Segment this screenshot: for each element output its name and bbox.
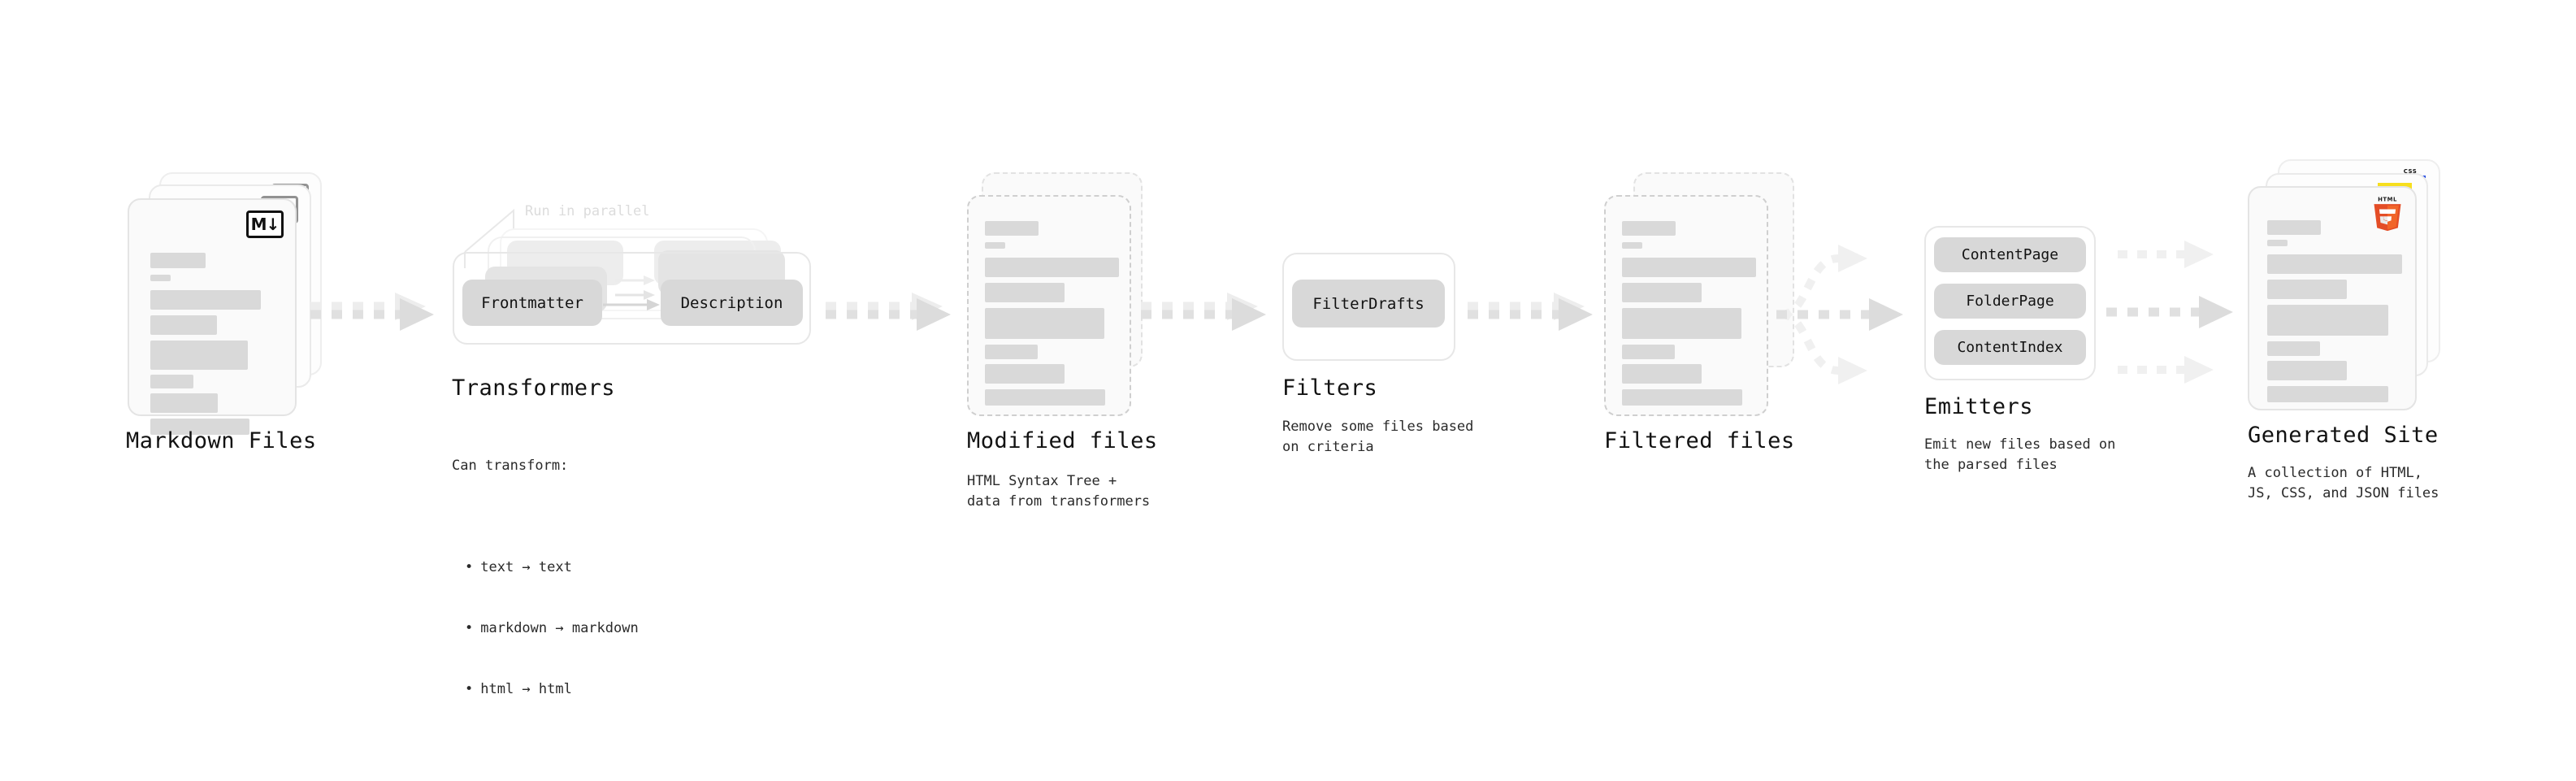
stage-title-generated-site: Generated Site [2248,423,2439,448]
transformers-bullet-list: text → text markdown → markdown html → h… [452,517,639,740]
placeholder-line [1622,389,1742,406]
stage-title-transformers: Transformers [452,375,616,401]
placeholder-line [2267,220,2321,235]
placeholder-line [985,242,1005,249]
placeholder-line [150,253,206,268]
placeholder-line [1622,364,1702,384]
placeholder-line [1622,258,1756,277]
filter-node-filterdrafts[interactable]: FilterDrafts [1292,280,1445,328]
placeholder-line [1622,308,1741,339]
placeholder-line [1622,242,1642,249]
placeholder-line [150,290,261,310]
transformer-layer-1 [453,252,811,345]
stage-subtitle-generated-site: A collection of HTML, JS, CSS, and JSON … [2248,465,2439,501]
placeholder-line [2267,386,2388,402]
stage-subtitle-filters: Remove some files based on criteria [1282,419,1474,455]
stage-title-modified-files: Modified files [967,428,1158,453]
emitter-node-contentpage[interactable]: ContentPage [1934,237,2086,272]
stage-title-markdown-files: Markdown Files [126,428,317,453]
emitters-box [1924,226,2096,380]
placeholder-line [2267,240,2288,246]
stage-title-filtered-files: Filtered files [1604,428,1795,453]
placeholder-line [2267,280,2347,299]
placeholder-line [1622,221,1676,236]
placeholder-line [150,375,193,388]
modified-card-front [967,195,1131,416]
placeholder-line [150,341,248,370]
transformer-node-description[interactable]: Description [661,280,803,326]
placeholder-line [985,345,1038,359]
placeholder-line [1622,345,1675,359]
run-in-parallel-label: Run in parallel [525,203,650,219]
placeholder-line [985,364,1065,384]
svg-text:HTML: HTML [2378,196,2397,202]
filtered-card-front [1604,195,1768,416]
pipeline-diagram: M↓ M↓ M↓ Markdown Files [0,0,2576,681]
placeholder-line [2267,361,2347,380]
placeholder-line [150,419,249,435]
placeholder-line [150,275,171,281]
placeholder-line [985,389,1105,406]
stage-subtitle-transformers: Can transform: text → text markdown → ma… [452,415,639,781]
emitter-node-contentindex[interactable]: ContentIndex [1934,330,2086,365]
placeholder-line [985,283,1065,302]
placeholder-line [985,258,1119,277]
css-badge-label: CSS [2403,168,2418,175]
stage-title-filters: Filters [1282,375,1378,401]
stage-subtitle-emitters: Emit new files based on the parsed files [1924,436,2116,473]
placeholder-line [985,308,1104,339]
transformers-bullet: markdown → markdown [465,618,638,639]
transformers-bullet: text → text [465,558,639,578]
stage-title-emitters: Emitters [1924,394,2034,419]
transformer-node-frontmatter[interactable]: Frontmatter [462,280,602,326]
placeholder-line [1622,283,1702,302]
site-card-front-html: HTML [2248,186,2417,410]
markdown-badge: M↓ [246,210,284,238]
placeholder-line [2267,341,2320,356]
transformers-bullet: html → html [465,679,639,700]
placeholder-line [150,393,218,413]
placeholder-line [150,315,217,335]
markdown-card-front: M↓ [128,198,297,435]
filters-box [1282,253,1455,361]
placeholder-line [2267,254,2402,274]
placeholder-line [2267,305,2388,336]
stage-subtitle-modified-files: HTML Syntax Tree + data from transformer… [967,473,1151,510]
html5-icon: HTML [2374,196,2401,232]
emitter-node-folderpage[interactable]: FolderPage [1934,284,2086,319]
transformers-subtitle-heading: Can transform: [452,458,569,474]
placeholder-line [985,221,1039,236]
